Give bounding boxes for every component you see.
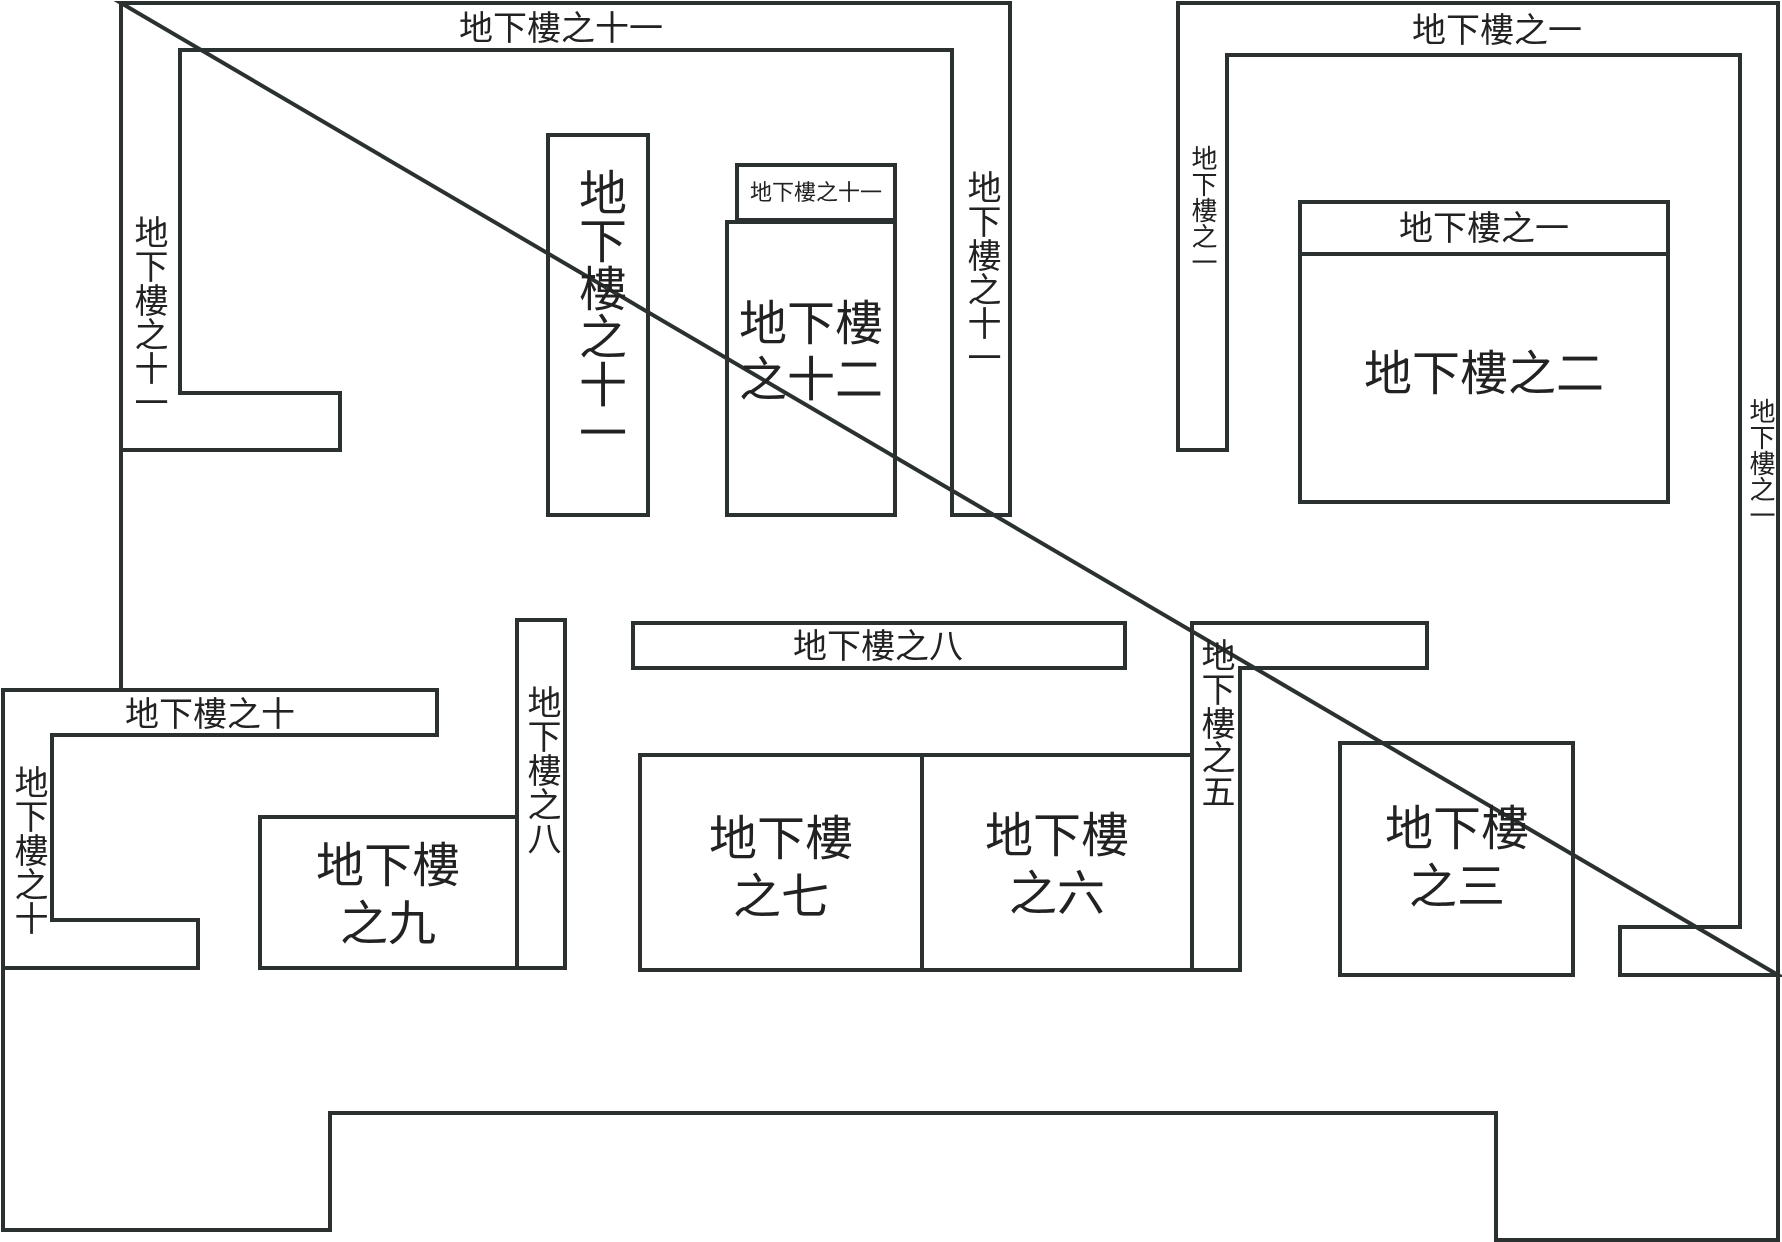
plot-label-b5-vertical: 地下樓之五 xyxy=(1195,638,1235,808)
plot-label-b1-outer-top: 地下樓之一 xyxy=(1412,11,1582,51)
plot-label-b10-strip: 地下樓之十 xyxy=(125,695,295,735)
plot-label-b9-line2: 之九 xyxy=(340,896,436,952)
plot-label-b6-line1: 地下樓 xyxy=(985,808,1129,864)
plot-label-b6-line2: 之六 xyxy=(1009,866,1105,922)
b9-wall xyxy=(258,815,519,970)
plot-label-b12-line2: 之十二 xyxy=(739,352,883,408)
plot-label-b1-outer-left: 地下樓之一 xyxy=(1187,145,1217,275)
b10-l-wall xyxy=(1,688,439,970)
plot-label-b1-strip: 地下樓之一 xyxy=(1399,209,1569,249)
plot-label-b11-outer-right: 地下樓之十一 xyxy=(961,170,1001,374)
plot-label-b11-small-strip: 地下樓之十一 xyxy=(750,181,882,206)
plot-label-b3-line2: 之三 xyxy=(1409,859,1505,915)
plot-label-b11-outer-left: 地下樓之十一 xyxy=(128,215,168,419)
plot-label-b11-outer-top: 地下樓之十一 xyxy=(459,9,663,49)
b3-wall xyxy=(1338,741,1575,977)
b8-strip-wall xyxy=(631,621,1127,670)
plot-label-b8-strip: 地下樓之八 xyxy=(793,627,963,667)
plot-label-b7-line1: 地下樓 xyxy=(709,811,853,867)
plot-label-b7-line2: 之七 xyxy=(733,869,829,925)
plot-label-b1-outer-right: 地下樓之一 xyxy=(1745,398,1775,528)
plot-label-b3-line1: 地下樓 xyxy=(1385,801,1529,857)
b11-outer-l-wall xyxy=(119,1,1012,517)
b1-outer-l-wall xyxy=(1176,1,1780,977)
b2-wall xyxy=(1298,252,1670,504)
plot-labels: 地下樓之十一 地下樓之十一 地下樓之十一 地下樓之十一 地下樓之十一 地下樓 之… xyxy=(8,9,1775,952)
plot-label-b10-vertical: 地下樓之十 xyxy=(8,765,48,935)
b5-l-wall xyxy=(1190,621,1429,972)
plot-label-b9-line1: 地下樓 xyxy=(316,838,460,894)
plot-label-b8-vertical: 地下樓之八 xyxy=(521,685,561,855)
plot-label-b2: 地下樓之二 xyxy=(1364,346,1604,402)
plot-label-b12-line1: 地下樓 xyxy=(739,296,883,352)
plot-label-b11-tall-block: 地下樓之十一 xyxy=(570,168,626,456)
b8-vertical-wall xyxy=(515,618,567,970)
b12-wall xyxy=(725,220,897,517)
b11-tall-block-wall xyxy=(546,133,650,517)
